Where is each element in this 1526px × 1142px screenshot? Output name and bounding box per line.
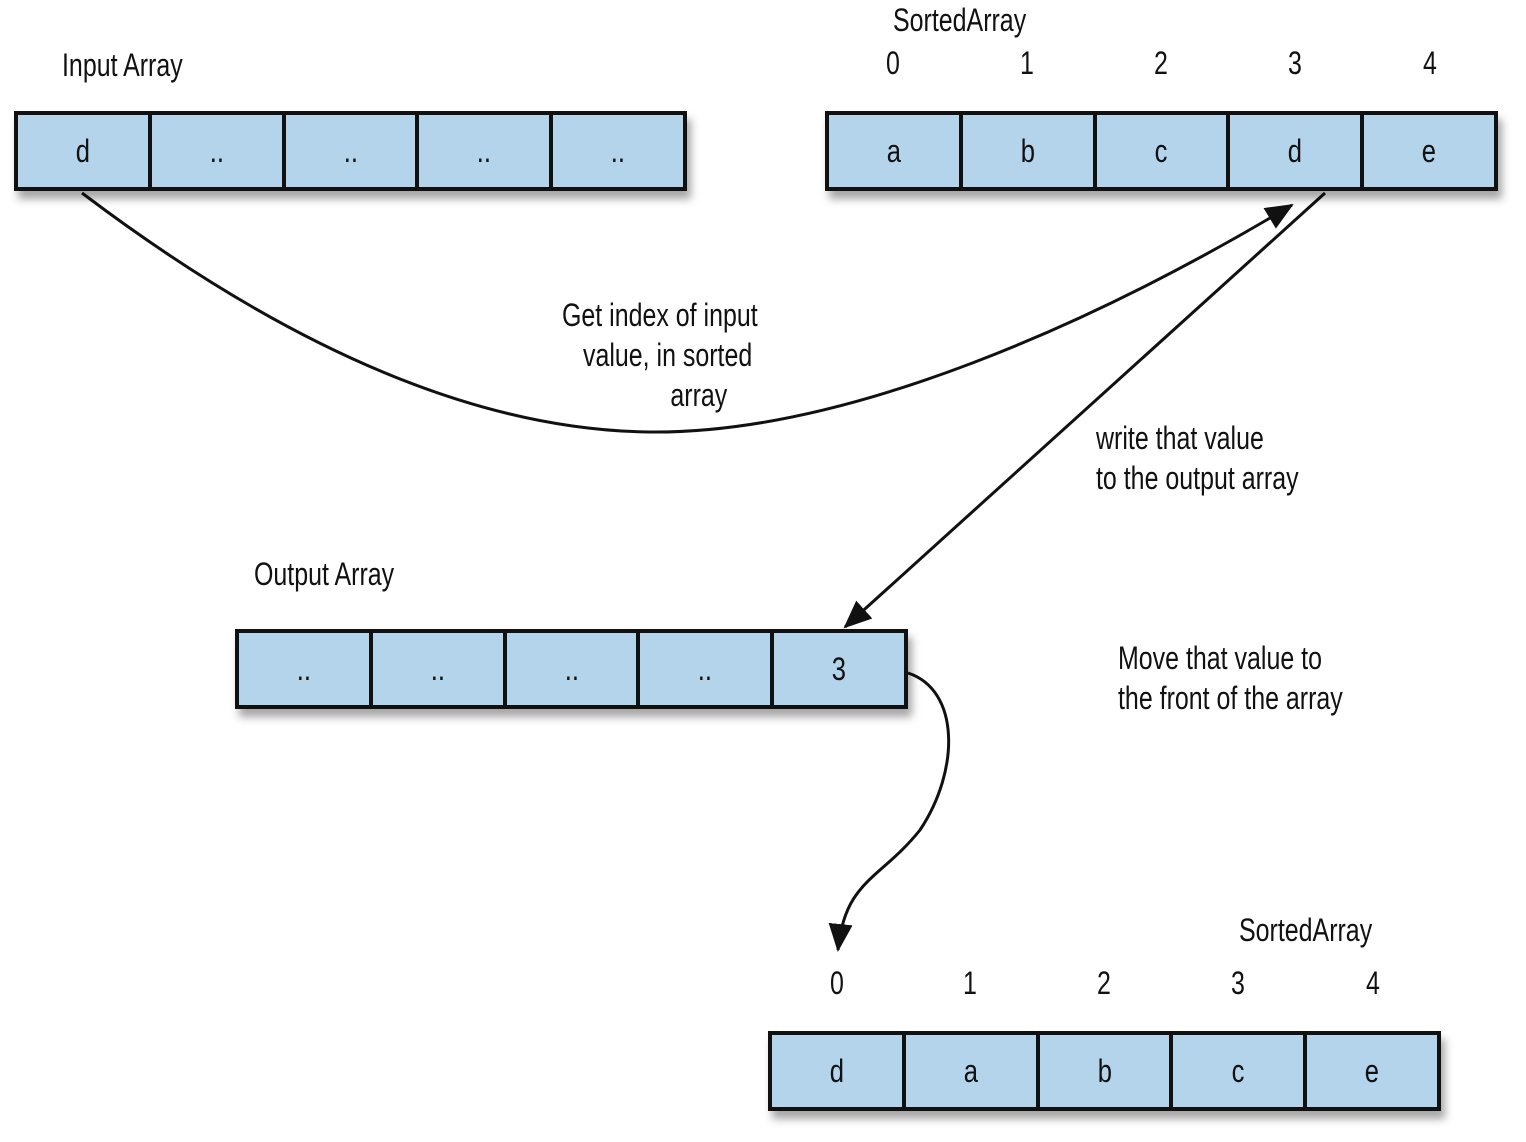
annotation-line: the front of the array bbox=[1118, 680, 1343, 716]
index-label: 0 bbox=[830, 965, 844, 1001]
array-cell: .. bbox=[239, 633, 373, 705]
index-label: 2 bbox=[1154, 45, 1168, 81]
sorted-array-top-title: SortedArray bbox=[893, 2, 1027, 38]
sorted-array-bottom-title: SortedArray bbox=[1239, 912, 1373, 948]
annotation-line: Move that value to bbox=[1118, 640, 1322, 676]
index-label: 1 bbox=[963, 965, 977, 1001]
annotation-line: array bbox=[670, 377, 728, 413]
index-label: 1 bbox=[1020, 45, 1034, 81]
array-cell: .. bbox=[419, 115, 554, 187]
annotation-line: to the output array bbox=[1096, 460, 1299, 496]
index-label: 4 bbox=[1366, 965, 1380, 1001]
index-label: 3 bbox=[1231, 965, 1245, 1001]
get-index-arrow bbox=[81, 191, 1294, 434]
array-cell: c bbox=[1097, 115, 1231, 187]
array-cell: .. bbox=[610, 132, 626, 169]
array-cell: .. bbox=[507, 633, 641, 705]
output-array: .. .. .. .. 3 bbox=[235, 629, 908, 709]
array-cell: b bbox=[1040, 1035, 1174, 1107]
sorted-array-top: a b c d e bbox=[825, 111, 1498, 191]
write-value-annotation: write that value to the output array bbox=[1096, 418, 1299, 498]
array-cell: e bbox=[1421, 132, 1437, 169]
array-cell: d bbox=[18, 115, 152, 187]
array-cell: .. bbox=[286, 115, 420, 187]
array-cell: .. bbox=[640, 633, 775, 705]
get-index-annotation: Get index of input value, in sorted arra… bbox=[562, 295, 758, 415]
array-cell: a bbox=[906, 1035, 1040, 1107]
input-array: d .. .. .. .. bbox=[14, 111, 687, 191]
write-value-arrow bbox=[843, 191, 1327, 629]
array-cell: e bbox=[1364, 1052, 1380, 1089]
array-cell: a bbox=[829, 115, 963, 187]
array-cell: d bbox=[772, 1035, 906, 1107]
output-array-title: Output Array bbox=[254, 556, 395, 592]
move-value-arrow bbox=[828, 671, 951, 952]
move-value-annotation: Move that value to the front of the arra… bbox=[1118, 638, 1343, 718]
array-cell: .. bbox=[152, 115, 286, 187]
index-label: 3 bbox=[1288, 45, 1302, 81]
index-label: 4 bbox=[1423, 45, 1437, 81]
array-cell: .. bbox=[373, 633, 507, 705]
index-label: 2 bbox=[1097, 965, 1111, 1001]
annotation-line: Get index of input bbox=[562, 297, 758, 333]
array-cell: c bbox=[1173, 1035, 1308, 1107]
array-cell: d bbox=[1230, 115, 1365, 187]
index-label: 0 bbox=[886, 45, 900, 81]
sorted-array-bottom: d a b c e bbox=[768, 1031, 1441, 1111]
array-cell: b bbox=[963, 115, 1097, 187]
input-array-title: Input Array bbox=[62, 47, 183, 83]
array-cell: 3 bbox=[831, 650, 847, 687]
annotation-line: value, in sorted bbox=[582, 337, 753, 373]
annotation-line: write that value bbox=[1096, 420, 1264, 456]
